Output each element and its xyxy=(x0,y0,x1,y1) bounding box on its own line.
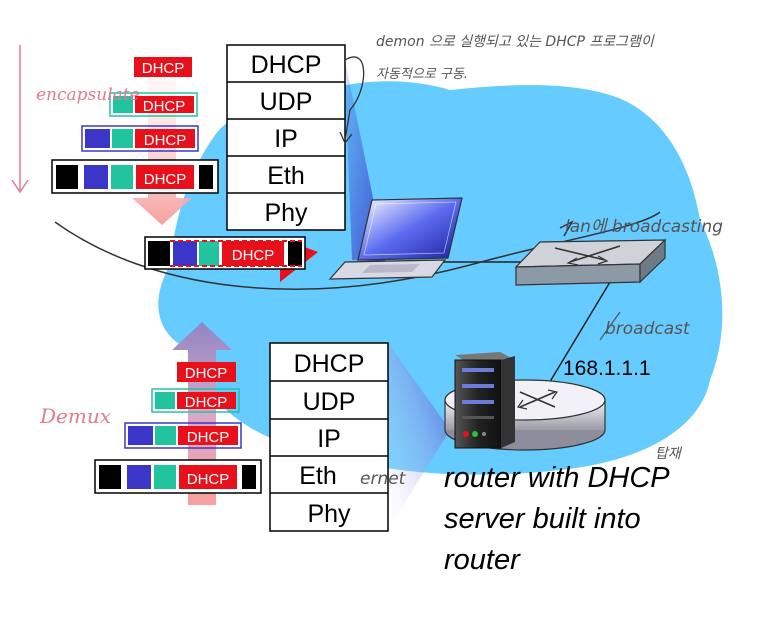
demux-arrow xyxy=(172,322,232,505)
annotation-daemon-line2: 자동적으로 구동. xyxy=(376,67,468,82)
annotation-demux: Demux xyxy=(39,404,111,428)
broadcast-curve-tip xyxy=(559,220,574,237)
annotation-tapjae: 탑재 xyxy=(655,446,683,462)
stack-bottom-layer-ip: IP xyxy=(317,425,341,453)
switch-router-link xyxy=(544,281,611,391)
stack-top-layer-eth: Eth xyxy=(267,162,305,190)
broadcast-hand-arrow xyxy=(599,311,621,341)
laptop-icon xyxy=(328,197,463,280)
caption-line-2: server built into xyxy=(444,503,641,535)
packet-dhcp-message: DHCP xyxy=(134,57,192,77)
stack-bottom-layer-eth: Eth xyxy=(299,462,337,490)
packet-label: DHCP xyxy=(144,132,187,149)
stack-top-layer-ip: IP xyxy=(274,125,298,153)
caption-line-3: router xyxy=(444,544,521,576)
annotation-ethernet-suffix: ernet xyxy=(360,469,407,489)
daemon-annotation-arrow xyxy=(344,56,365,141)
router-ip-address: 168.1.1.1 xyxy=(563,357,651,380)
stack-top-layer-phy: Phy xyxy=(264,199,308,227)
switch-icon xyxy=(514,238,667,286)
annotation-lan-broadcasting: lan에 broadcasting xyxy=(565,217,723,237)
protocol-stack-top: DHCP UDP IP Eth Phy xyxy=(226,44,346,231)
packet-dhcp-message-received: DHCP xyxy=(177,362,236,382)
packet-ip-datagram: DHCP xyxy=(81,125,199,152)
caption-line-1: router with DHCP xyxy=(444,462,670,494)
stack-top-layer-udp: UDP xyxy=(260,88,313,116)
packet-label: DHCP xyxy=(232,247,275,264)
packet-label: DHCP xyxy=(144,171,187,188)
protocol-stack-bottom: DHCP UDP IP Eth Phy xyxy=(269,342,389,532)
server-icon xyxy=(454,352,515,449)
packet-label: DHCP xyxy=(185,394,228,411)
stack-top-layer-dhcp: DHCP xyxy=(251,51,322,79)
packet-label: DHCP xyxy=(142,60,185,77)
packet-eth-frame-received: DHCP xyxy=(94,459,262,494)
packet-label: DHCP xyxy=(187,429,230,446)
packet-label: DHCP xyxy=(143,98,186,115)
annotation-broadcast: broadcast xyxy=(605,319,691,339)
packet-eth-frame-in-transit: DHCP xyxy=(144,236,318,282)
stack-bottom-layer-phy: Phy xyxy=(307,500,351,528)
packet-ip-datagram-received: DHCP xyxy=(124,422,242,449)
packet-udp-segment: DHCP xyxy=(109,92,198,117)
stack-bottom-layer-dhcp: DHCP xyxy=(294,350,365,378)
stack-bottom-layer-udp: UDP xyxy=(303,388,356,416)
packet-label: DHCP xyxy=(187,471,230,488)
annotation-encapsulate: encapsulate xyxy=(36,85,140,105)
bottom-beam xyxy=(388,343,450,530)
annotation-daemon-line1: demon 으로 실행되고 있는 DHCP 프로그램이 xyxy=(376,34,655,50)
packet-label: DHCP xyxy=(185,365,228,382)
packet-eth-frame: DHCP xyxy=(51,159,219,194)
packet-udp-segment-received: DHCP xyxy=(151,388,240,413)
